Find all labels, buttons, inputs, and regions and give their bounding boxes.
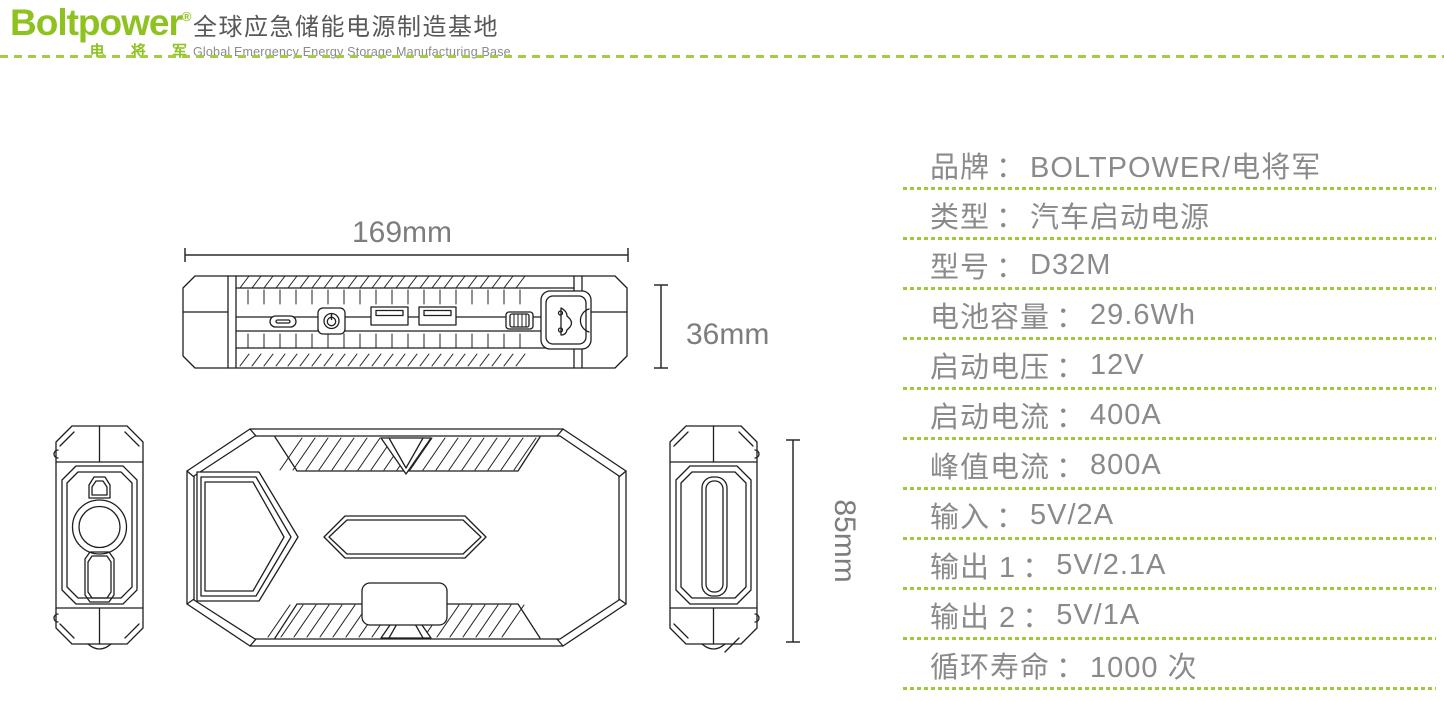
- spec-row-output-1: 输出 1：5V/2.1A: [903, 540, 1436, 590]
- spec-value: 5V/2.1A: [1056, 548, 1167, 581]
- spec-row-peak-current: 峰值电流：800A: [903, 440, 1436, 490]
- spec-label: 循环寿命: [930, 652, 1051, 684]
- spec-value: BOLTPOWER/电将军: [1030, 152, 1322, 184]
- spec-value: 12V: [1090, 348, 1145, 381]
- tagline: 全球应急储能电源制造基地 Global Emergency Energy Sto…: [193, 7, 511, 59]
- spec-value: 1000 次: [1090, 652, 1198, 684]
- row-divider: [903, 437, 1436, 440]
- usb-c-port: [270, 316, 296, 327]
- top-socket: [89, 477, 110, 498]
- dimension-height-label: 36mm: [686, 318, 769, 351]
- mode-slider-switch: [506, 312, 533, 329]
- spec-value: 5V/2A: [1030, 498, 1115, 531]
- spec-label: 型号: [930, 252, 991, 284]
- row-divider: [903, 337, 1436, 340]
- spec-label: 品牌: [930, 152, 991, 184]
- brand-logo: Boltpower® 电 将 军: [10, 2, 192, 61]
- spec-label: 电池容量: [930, 302, 1051, 334]
- spec-row-brand: 品牌：BOLTPOWER/电将军: [903, 140, 1436, 190]
- spec-label: 输出 1: [930, 552, 1017, 584]
- dimension-height: 36mm: [654, 285, 769, 368]
- spec-row-cycle-life: 循环寿命：1000 次: [903, 640, 1436, 690]
- spec-label: 类型: [930, 202, 991, 234]
- spec-row-type: 类型：汽车启动电源: [903, 190, 1436, 240]
- spec-value: 5V/1A: [1056, 598, 1141, 631]
- spec-table: 品牌：BOLTPOWER/电将军 类型：汽车启动电源 型号：D32M 电池容量：…: [903, 140, 1436, 690]
- foot-bump: [88, 644, 111, 649]
- spec-label: 输出 2: [930, 602, 1017, 634]
- product-technical-drawing: 169mm 36mm 85mm: [40, 216, 860, 670]
- bottom-slot: [85, 552, 114, 602]
- flashlight-chevron: [197, 472, 298, 601]
- logo-wordmark: Boltpower: [10, 2, 183, 43]
- spec-row-output-2: 输出 2：5V/1A: [903, 590, 1436, 640]
- spec-value: D32M: [1030, 248, 1112, 281]
- spec-label: 启动电流: [930, 402, 1051, 434]
- registered-trademark-icon: ®: [181, 9, 192, 24]
- row-divider: [903, 237, 1436, 240]
- power-icon: [327, 314, 335, 326]
- brand-badge: [324, 516, 486, 558]
- right-side-view: [670, 426, 759, 652]
- dimension-width-label: 169mm: [352, 216, 452, 249]
- spec-row-battery-capacity: 电池容量：29.6Wh: [903, 290, 1436, 340]
- left-side-view: [54, 426, 143, 649]
- row-divider: [903, 387, 1436, 390]
- dimension-depth: 85mm: [786, 440, 860, 642]
- top-view: [183, 276, 627, 368]
- flashlight-lens: [73, 500, 127, 554]
- row-divider: [903, 687, 1436, 690]
- header-divider: [0, 55, 1444, 58]
- spec-row-model: 型号：D32M: [903, 240, 1436, 290]
- spec-label: 输入: [930, 502, 991, 534]
- spec-value: 400A: [1090, 398, 1162, 431]
- foot-bump: [702, 644, 725, 649]
- row-divider: [903, 587, 1436, 590]
- front-view: [187, 429, 626, 646]
- spec-value: 汽车启动电源: [1030, 202, 1211, 234]
- row-divider: [903, 537, 1436, 540]
- car-icon: [559, 308, 572, 335]
- spec-row-input: 输入：5V/2A: [903, 490, 1436, 540]
- dimension-depth-label: 85mm: [828, 499, 860, 582]
- display-window: [362, 583, 447, 625]
- power-button: [318, 308, 345, 334]
- jump-port-cover: [541, 291, 591, 349]
- dimension-width: 169mm: [185, 216, 628, 262]
- tagline-chinese: 全球应急储能电源制造基地: [193, 14, 499, 41]
- spec-value: 29.6Wh: [1090, 298, 1196, 331]
- side-light-slot: [702, 477, 727, 596]
- spec-label: 峰值电流: [930, 452, 1051, 484]
- spec-row-start-current: 启动电流：400A: [903, 390, 1436, 440]
- top-grip-band: [275, 437, 540, 474]
- usb-a-port-2: [419, 307, 456, 325]
- row-divider: [903, 287, 1436, 290]
- spec-label: 启动电压: [930, 352, 1051, 384]
- row-divider: [903, 187, 1436, 190]
- cover-notch: [580, 309, 589, 332]
- spec-row-start-voltage: 启动电压：12V: [903, 340, 1436, 390]
- row-divider: [903, 487, 1436, 490]
- row-divider: [903, 637, 1436, 640]
- usb-a-port-1: [371, 307, 408, 325]
- spec-value: 800A: [1090, 448, 1162, 481]
